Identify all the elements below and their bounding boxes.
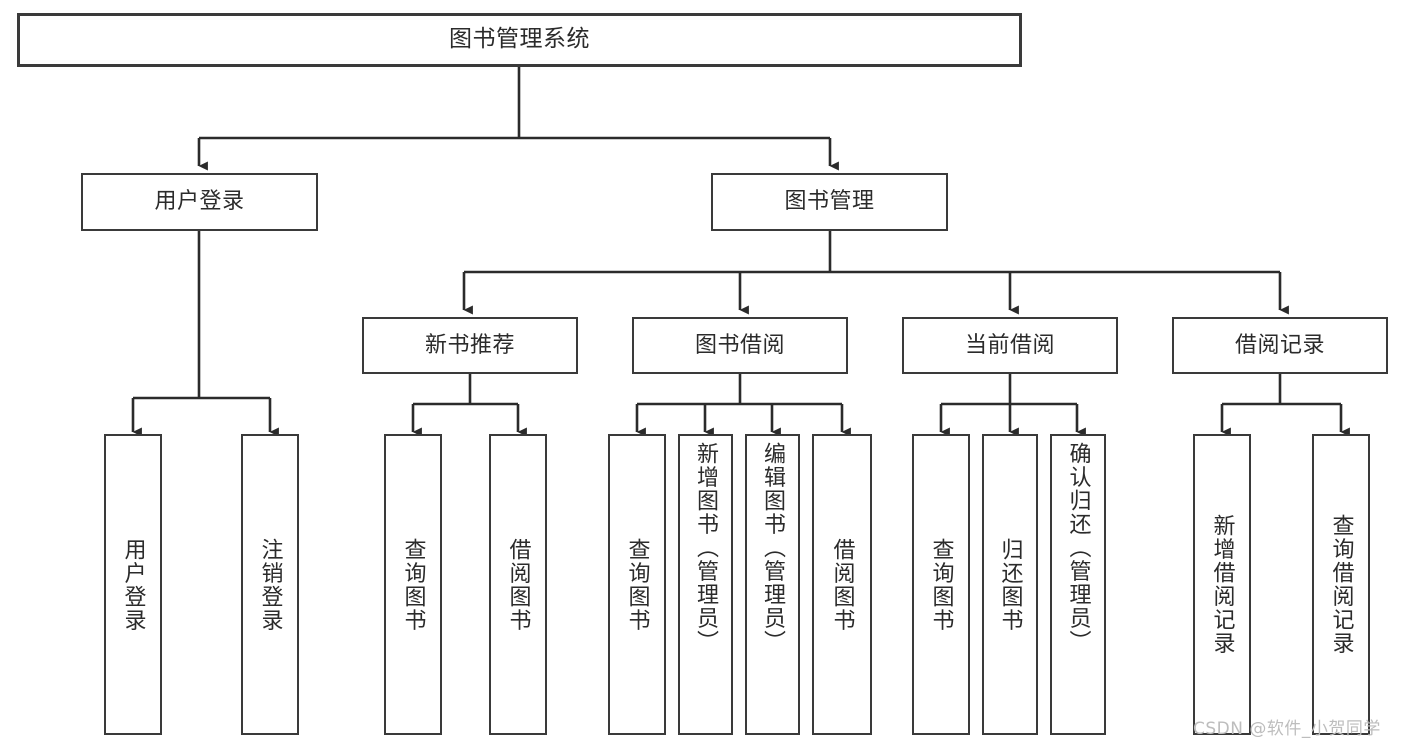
csdn-watermark: CSDN @软件_小贺同学 (1193, 719, 1381, 739)
leaf-user-login[interactable]: 用户登录 (104, 434, 162, 735)
node-label: 图书管理 (784, 189, 875, 215)
node-label: 借阅记录 (1234, 332, 1325, 358)
node-label: 归还图书 (997, 537, 1023, 632)
node-label: 图书借阅 (694, 332, 785, 358)
node-label: 注销登录 (257, 537, 283, 632)
node-label: 图书管理系统 (449, 26, 590, 53)
node-book-management[interactable]: 图书管理 (711, 173, 948, 231)
leaf-query-borrow-record[interactable]: 查询借阅记录 (1312, 434, 1370, 735)
node-label: 新增借阅记录 (1209, 514, 1235, 655)
node-label: 查询图书 (400, 537, 426, 632)
leaf-borrow-book-borrow[interactable]: 借阅图书 (812, 434, 872, 735)
leaf-borrow-book-recommend[interactable]: 借阅图书 (489, 434, 547, 735)
node-borrow-record[interactable]: 借阅记录 (1172, 317, 1388, 374)
node-label: 借阅图书 (829, 537, 855, 632)
node-book-borrow[interactable]: 图书借阅 (632, 317, 848, 374)
node-label: 查询图书 (624, 537, 650, 632)
node-label: 用户登录 (120, 537, 146, 632)
node-current-borrow[interactable]: 当前借阅 (902, 317, 1118, 374)
node-label: 新书推荐 (424, 332, 515, 358)
node-user-login[interactable]: 用户登录 (81, 173, 318, 231)
leaf-edit-book-admin[interactable]: 编辑图书（管理员） (745, 434, 800, 735)
node-label: 编辑图书（管理员） (760, 442, 786, 654)
leaf-return-book[interactable]: 归还图书 (982, 434, 1038, 735)
node-label: 查询借阅记录 (1328, 514, 1354, 655)
leaf-query-book-borrow[interactable]: 查询图书 (608, 434, 666, 735)
leaf-confirm-return-admin[interactable]: 确认归还（管理员） (1050, 434, 1106, 735)
node-label: 当前借阅 (964, 332, 1055, 358)
leaf-logout-login[interactable]: 注销登录 (241, 434, 299, 735)
node-label: 用户登录 (154, 189, 245, 215)
leaf-add-book-admin[interactable]: 新增图书（管理员） (678, 434, 733, 735)
leaf-add-borrow-record[interactable]: 新增借阅记录 (1193, 434, 1251, 735)
node-root-book-management-system[interactable]: 图书管理系统 (17, 13, 1022, 67)
node-label: 借阅图书 (505, 537, 531, 632)
leaf-query-book-current[interactable]: 查询图书 (912, 434, 970, 735)
node-label: 新增图书（管理员） (693, 442, 719, 654)
node-label: 确认归还（管理员） (1065, 442, 1091, 654)
node-new-book-recommend[interactable]: 新书推荐 (362, 317, 578, 374)
node-label: 查询图书 (928, 537, 954, 632)
leaf-query-book-recommend[interactable]: 查询图书 (384, 434, 442, 735)
